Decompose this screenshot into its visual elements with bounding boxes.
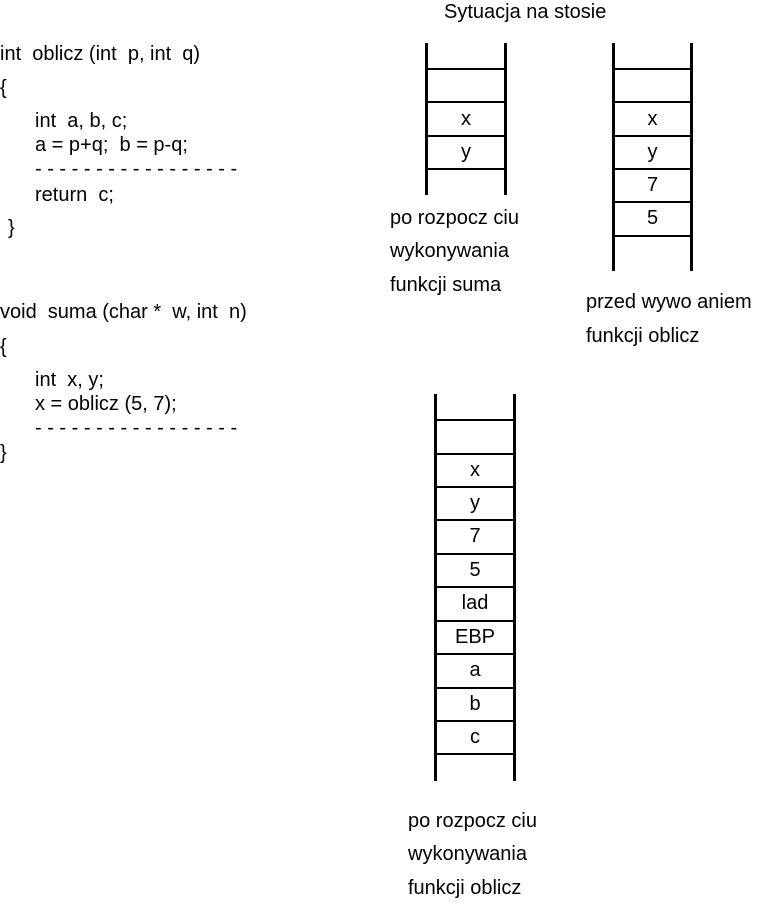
stack-wall-left [425,43,428,195]
oblicz-assign: a = p+q; b = p-q; [35,134,188,156]
stack-caption-line: przed wywo aniem [586,291,752,313]
stack-cell: 7 [469,525,481,547]
stack-caption-line: wykonywania [408,843,527,865]
stack-cell: lad [461,592,489,614]
stack-divider [435,453,515,455]
stack-divider [426,101,506,103]
stack-cell: x [470,459,480,481]
stack-wall-right [690,43,693,271]
stack-divider [613,201,692,203]
stack-cell: 5 [646,207,659,229]
stack-cell: b [469,693,481,715]
oblicz-decl: int a, b, c; [35,110,128,132]
stack-divider [435,586,515,588]
stack-divider [435,653,515,655]
diagram-title: Sytuacja na stosie [444,1,607,23]
stack-caption-line: wykonywania [390,240,509,262]
stack-cell: 5 [469,559,481,581]
stack-cell: y [470,492,480,514]
stack-divider [435,720,515,722]
oblicz-open-brace: { [0,77,7,99]
stack-cell: EBP [454,626,496,648]
stack-divider [435,519,515,521]
oblicz-dashes: - - - - - - - - - - - - - - - - - [35,158,238,180]
stack-divider [435,687,515,689]
stack-cell: x [647,108,658,130]
oblicz-return: return c; [35,184,114,206]
stack-divider [435,486,515,488]
suma-call: x = oblicz (5, 7); [35,393,177,415]
stack-cell: 7 [646,174,659,196]
stack-cell: y [647,141,658,163]
stack-divider [426,135,506,137]
suma-dashes: - - - - - - - - - - - - - - - - - [35,417,238,439]
stack-caption-line: funkcji oblicz [586,325,700,347]
stack-divider [613,135,692,137]
suma-close-brace: } [0,442,7,464]
stack-divider [613,101,692,103]
stack-wall-left [612,43,615,271]
stack-cell: y [461,141,471,163]
stack-divider [435,620,515,622]
oblicz-close-brace: } [8,217,15,239]
stack-divider [426,168,506,170]
stack-cell: a [469,659,481,681]
stack-caption-line: funkcji oblicz [408,877,522,899]
stack-divider [613,235,692,237]
stack-divider [426,68,506,70]
stack-cell: x [461,108,471,130]
stack-divider [613,68,692,70]
stack-caption-line: funkcji suma [390,274,502,296]
stack-divider [435,419,515,421]
stack-divider [613,168,692,170]
stack-wall-right [504,43,507,195]
suma-open-brace: { [0,336,7,358]
stack-cell: c [470,726,480,748]
stack-divider [435,553,515,555]
suma-decl: int x, y; [35,369,104,391]
suma-signature: void suma (char * w, int n) [0,301,247,323]
oblicz-signature: int oblicz (int p, int q) [0,43,201,65]
stack-divider [435,753,515,755]
stack-caption-line: po rozpocz ciu [408,810,537,832]
stack-caption-line: po rozpocz ciu [390,207,519,229]
